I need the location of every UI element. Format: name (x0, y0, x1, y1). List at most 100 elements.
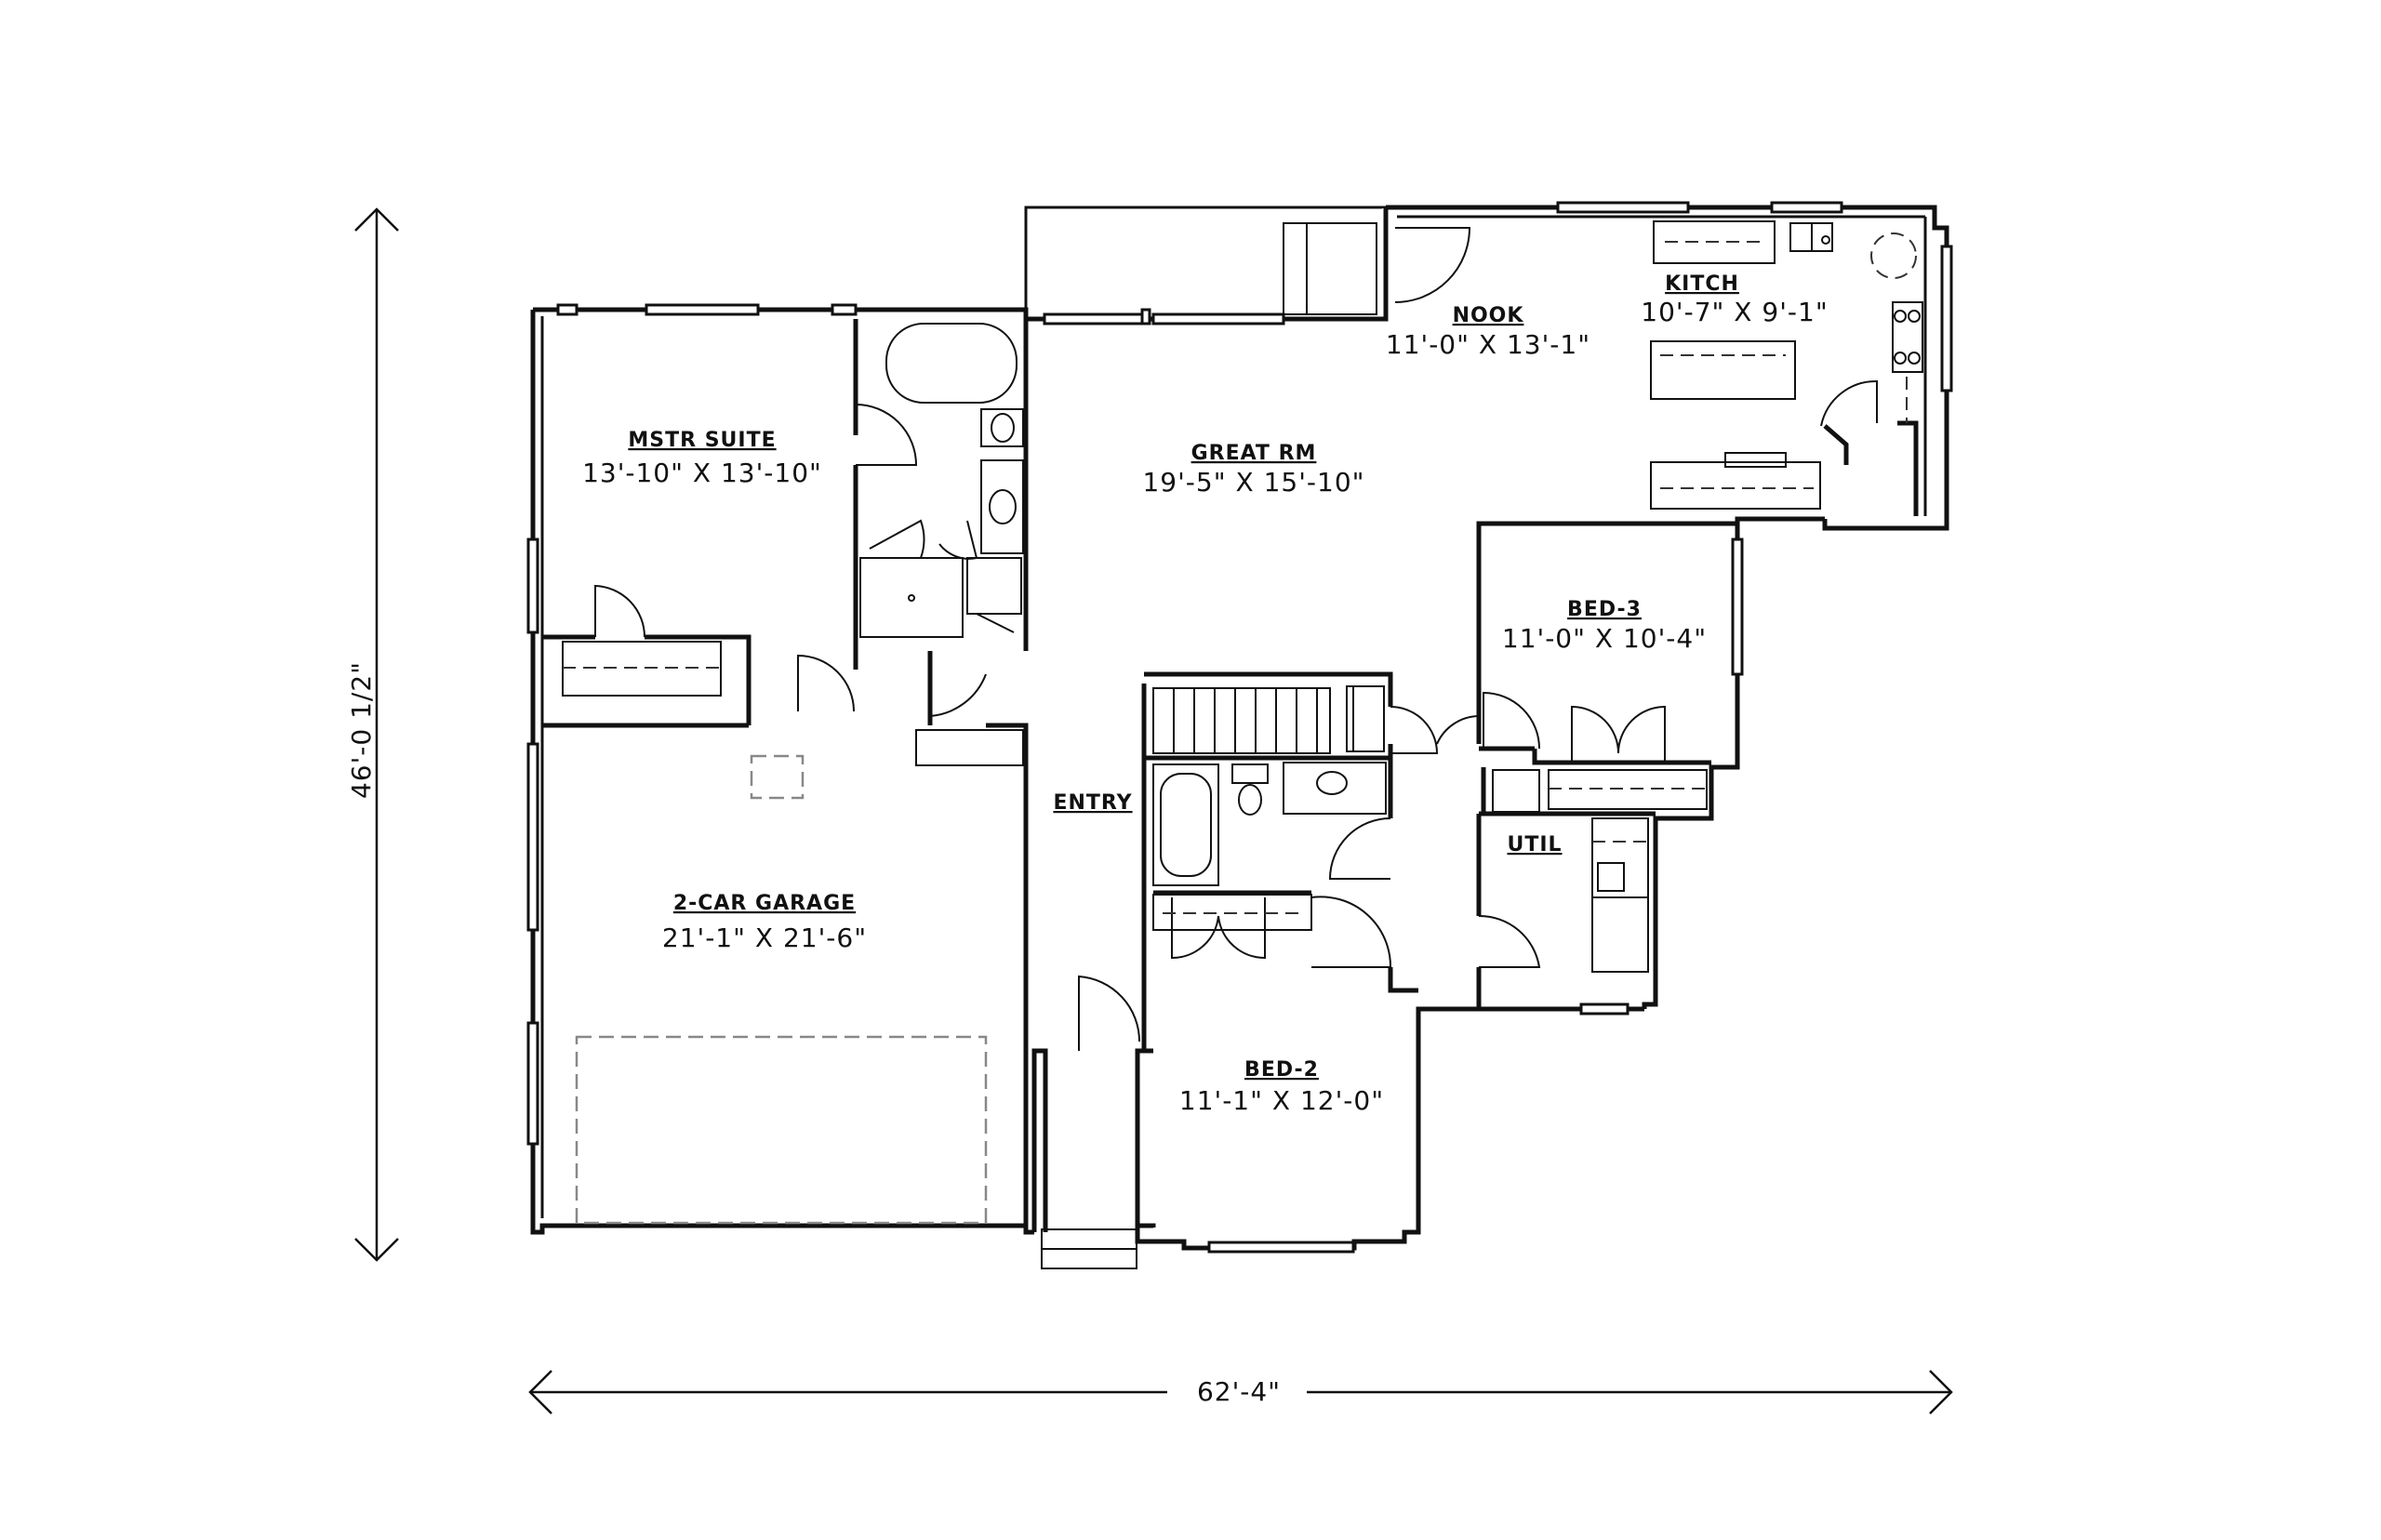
hall-toilet-bowl (1238, 784, 1262, 816)
linen-shelf (966, 557, 1022, 615)
porch-east (1135, 1048, 1153, 1226)
room-name-bed2: BED-2 (1244, 1058, 1319, 1082)
attic-access (750, 754, 805, 800)
window (556, 303, 579, 316)
width-label-mask (1167, 1372, 1307, 1409)
window (1770, 201, 1843, 214)
master-bath-door (855, 404, 918, 466)
pantry-wall (1897, 420, 1919, 516)
front-door (1078, 975, 1141, 1051)
exterior-walls (530, 205, 1949, 1269)
wc-door (869, 519, 925, 559)
bed2-closet (1152, 894, 1312, 931)
bed3-closet-door-b (1617, 705, 1666, 763)
porch-west (1031, 1048, 1048, 1232)
width-dimension-label: 62'-4" (1197, 1376, 1281, 1407)
window (1731, 538, 1744, 676)
room-name-mstr: MSTR SUITE (628, 429, 776, 452)
bed3-door (1483, 691, 1540, 750)
fixtures (575, 220, 1923, 1225)
stair-landing (1346, 685, 1385, 752)
room-size-kitch: 10'-7" X 9'-1" (1641, 297, 1828, 327)
bed2-closet-door-a (1171, 897, 1219, 960)
bed3-south-b (1532, 749, 1711, 765)
hall-closet (1339, 671, 1393, 707)
burner (1894, 352, 1907, 365)
window (1556, 201, 1690, 214)
cooktop (1892, 301, 1923, 373)
windows (526, 201, 1953, 1254)
depth-arrow-bottom (354, 1238, 399, 1262)
closet-top-b (645, 634, 752, 725)
pantry-door (1820, 379, 1878, 427)
hall-closet-door (1390, 706, 1439, 754)
dimension-depth: 46'-0 1/2" (346, 207, 399, 1262)
bathtub (885, 323, 1018, 404)
garage-east-wall (986, 723, 1029, 1226)
garage-step (915, 729, 1024, 766)
hall-southeast (1388, 967, 1418, 993)
util-door (1478, 914, 1541, 968)
laundry (1591, 817, 1649, 973)
kitchen-east-wall (1386, 205, 1949, 531)
stair-run (1152, 687, 1331, 754)
depth-dimension-label: 46'-0 1/2" (346, 661, 377, 799)
room-size-garage: 21'-1" X 21'-6" (662, 923, 867, 953)
vanity (980, 459, 1024, 554)
window (1043, 312, 1149, 325)
hall-vanity (1283, 762, 1387, 815)
kitchen-counter-south (1650, 461, 1821, 510)
room-name-entry: ENTRY (1053, 791, 1132, 815)
window (1579, 1002, 1629, 1016)
garage-door (929, 651, 987, 718)
bed2-closet-door-b (1217, 897, 1266, 960)
room-name-nook: NOOK (1453, 304, 1524, 327)
hall-bathtub (1152, 763, 1219, 886)
room-size-bed2: 11'-1" X 12'-0" (1179, 1085, 1384, 1116)
kitchen-counter-north (1653, 220, 1776, 264)
bath-door (1328, 817, 1391, 880)
burner (1908, 310, 1921, 323)
bed3-closet-door-a (1571, 705, 1619, 763)
window (526, 1021, 539, 1146)
hall-sink (1316, 771, 1348, 795)
toilet-bowl (991, 413, 1015, 443)
stairs (1152, 685, 1385, 754)
laundry-sink (1597, 862, 1625, 892)
window (1140, 308, 1151, 325)
window (645, 303, 760, 316)
north-wall-master (533, 307, 1029, 319)
room-size-mstr: 13'-10" X 13'-10" (582, 458, 822, 488)
width-arrow-left (528, 1370, 552, 1414)
sink-drain (1821, 235, 1830, 245)
kitchen-island (1650, 340, 1796, 400)
dishwasher (1870, 232, 1917, 279)
room-size-nook: 11'-0" X 13'-1" (1386, 329, 1590, 360)
room-name-bed3: BED-3 (1567, 598, 1642, 621)
depth-arrow-top (354, 207, 399, 232)
burner (1908, 352, 1921, 365)
window (526, 742, 539, 932)
burner (1894, 310, 1907, 323)
window (1151, 312, 1285, 325)
toilet-tank (980, 408, 1024, 447)
room-size-bed3: 11'-0" X 10'-4" (1502, 623, 1707, 654)
width-arrow-right (1929, 1370, 1953, 1414)
shower-door (938, 520, 978, 560)
window (526, 538, 539, 634)
west-wall (530, 310, 1034, 1235)
window (831, 303, 858, 316)
room-name-kitch: KITCH (1665, 272, 1739, 296)
hall-toilet-tank (1231, 763, 1269, 784)
hall-tub-basin (1160, 773, 1212, 877)
patio-outline (1024, 206, 1386, 310)
master-closet-door (594, 584, 645, 638)
room-name-util: UTIL (1507, 833, 1562, 856)
bed2-south-wall (1135, 1006, 1644, 1251)
patio-step (1283, 222, 1377, 315)
bed2-door (1310, 896, 1392, 968)
kitchen-angle (1823, 424, 1849, 465)
range-hood (1724, 452, 1787, 468)
bed3-door-swing (1436, 715, 1480, 745)
